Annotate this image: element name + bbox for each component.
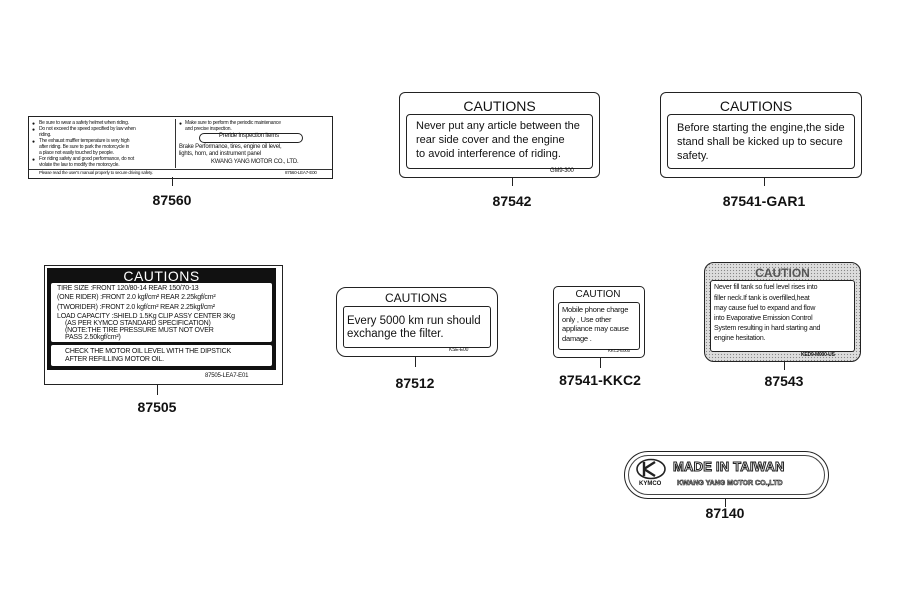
caution-line: only , Use other [562, 315, 612, 324]
caution-line: System resulting in hard starting and [714, 325, 821, 332]
caution-title: CAUTIONS [123, 268, 200, 284]
caution-title: CAUTION [755, 266, 810, 280]
left-item: For riding safety and good performance, … [39, 156, 135, 162]
part-number-87541-gar1: 87541-GAR1 [722, 193, 806, 209]
caution-line: Every 5000 km run should [347, 315, 481, 327]
two-rider-line: (TWORIDER) :FRONT 2.0 kgf/cm² REAR 2.25k… [57, 304, 215, 311]
leader-line [172, 177, 173, 186]
part-number-87541-kkc2: 87541-KKC2 [559, 372, 641, 388]
load-line: (AS PER KYMCO STANDARD SPECIFICATION) [65, 320, 211, 327]
leader-line [512, 177, 513, 186]
code-text: 87560-LEA7-E00 [285, 170, 317, 175]
code-text: KED9-M000-US [801, 352, 835, 358]
caution-line: into Evaporative Emission Control [714, 315, 813, 322]
caution-line: filler neck.If tank is overfilled,heat [714, 295, 810, 302]
caution-title: CAUTIONS [463, 98, 536, 114]
leader-line [784, 361, 785, 370]
label-87140: MADE IN TAIWAN KYMCO KWANG YANG MOTOR CO… [624, 451, 829, 499]
label-87541-kkc2: CAUTION Mobile phone charge only , Use o… [553, 286, 645, 358]
caution-title: CAUTIONS [719, 98, 793, 114]
caution-line: Mobile phone charge [562, 305, 629, 314]
left-item: a place not easily touched by people. [39, 150, 114, 156]
footer-text: Please read the user's manual properly t… [39, 170, 153, 175]
inner-frame [558, 302, 640, 350]
label-87542: CAUTIONS Never put any article between t… [399, 92, 600, 178]
label-87512: CAUTIONS Every 5000 km run should exchan… [336, 287, 498, 357]
label-87541-gar1: CAUTIONS Before starting the engine,the … [660, 92, 862, 178]
dot-icon: ● [179, 121, 183, 127]
code-text: KSE-E00 [449, 347, 469, 353]
preride-pill-text: Preride Inspection Items [219, 133, 279, 139]
oil-panel [51, 345, 272, 366]
left-item: riding. [39, 132, 52, 138]
oil-line: CHECK THE MOTOR OIL LEVEL WITH THE DIPST… [65, 348, 231, 355]
inner-frame [343, 306, 491, 348]
leader-line [157, 384, 158, 395]
part-number-87542: 87542 [492, 193, 532, 209]
leader-line [764, 177, 765, 186]
leader-line [725, 498, 726, 507]
caution-line: stand shall be kicked up to secure [677, 136, 843, 148]
load-line: LOAD CAPACITY :SHIELD 1.5Kg CLIP ASSY CE… [57, 313, 235, 320]
tire-size-line: TIRE SIZE :FRONT 120/80-14 REAR 150/70-1… [57, 285, 199, 292]
part-number-87505: 87505 [137, 399, 177, 415]
dot-icon: ● [32, 139, 36, 145]
inner-frame [628, 455, 825, 495]
note-line: (NOTE:THE TIRE PRESSURE MUST NOT OVER [65, 327, 214, 334]
caution-line: appliance may cause [562, 324, 629, 333]
kymco-logo-icon [636, 458, 666, 480]
preride-pill [199, 133, 303, 143]
label-87543: CAUTION Never fill tank so fuel level ri… [704, 262, 861, 362]
left-item: Be sure to wear a safety helmet when rid… [39, 120, 129, 126]
caution-title: CAUTIONS [384, 291, 447, 305]
label-87505: CAUTIONS TIRE SIZE :FRONT 120/80-14 REAR… [44, 265, 283, 385]
part-number-87543: 87543 [764, 373, 804, 389]
part-number-87560: 87560 [152, 192, 192, 208]
caution-line: rear side cover and the engine [416, 134, 565, 146]
part-number-87140: 87140 [705, 505, 745, 521]
dot-icon: ● [32, 121, 36, 127]
left-item: violate the law to modify the motorcycle… [39, 162, 120, 168]
caution-line: engine hesitation. [714, 335, 766, 342]
leader-line [600, 357, 601, 368]
part-number-87512: 87512 [395, 375, 435, 391]
label-87560: ● Be sure to wear a safety helmet when r… [28, 116, 333, 179]
dot-icon: ● [32, 157, 36, 163]
leader-line [415, 356, 416, 367]
brand-text: KYMCO [639, 481, 662, 487]
caution-line: Before starting the engine,the side [677, 122, 845, 134]
left-item: The exhaust muffler temperature is very … [39, 138, 130, 144]
inner-frame [406, 114, 593, 169]
note-line: PASS 2.50kgf/cm²) [65, 334, 121, 341]
left-item: Do not exceed the speed specified by law… [39, 126, 136, 132]
left-item: after riding. Be sure to park the motorc… [39, 144, 130, 150]
caution-line: safety. [677, 150, 709, 162]
footer-rule [29, 169, 332, 170]
caution-line: Never put any article between the [416, 120, 580, 132]
company-text: KWANG YANG MOTOR CO.,LTD [677, 480, 783, 488]
spec-panel [51, 283, 272, 342]
caution-line: Never fill tank so fuel level rises into [714, 284, 818, 291]
company-name: KWANG YANG MOTOR CO., LTD. [211, 159, 299, 165]
code-text: GM9-300 [550, 168, 574, 174]
code-text: KKC2-E000 [608, 348, 630, 353]
inner-frame [710, 280, 855, 352]
code-text: 87505-LEA7-E01 [205, 373, 249, 379]
caution-line: exchange the filter. [347, 328, 444, 340]
right-intro: Make sure to perform the periodic mainte… [185, 120, 281, 126]
right-body: Brake Performance, tires, engine oil lev… [179, 144, 282, 150]
caution-line: damage . [562, 334, 592, 343]
right-body: lights, horn, and instrument panel [179, 151, 261, 157]
divider [175, 119, 176, 168]
made-in-text: MADE IN TAIWAN [673, 459, 785, 475]
dot-icon: ● [32, 127, 36, 133]
caution-line: may cause fuel to expand and flow [714, 305, 816, 312]
caution-line: to avoid interference of riding. [416, 148, 561, 160]
one-rider-line: (ONE RIDER) :FRONT 2.0 kgf/cm² REAR 2.25… [57, 294, 216, 301]
inner-frame [667, 114, 855, 169]
oil-line: AFTER REFILLING MOTOR OIL. [65, 356, 164, 363]
right-intro: and precise inspection. [185, 126, 232, 132]
caution-title: CAUTION [575, 289, 621, 300]
